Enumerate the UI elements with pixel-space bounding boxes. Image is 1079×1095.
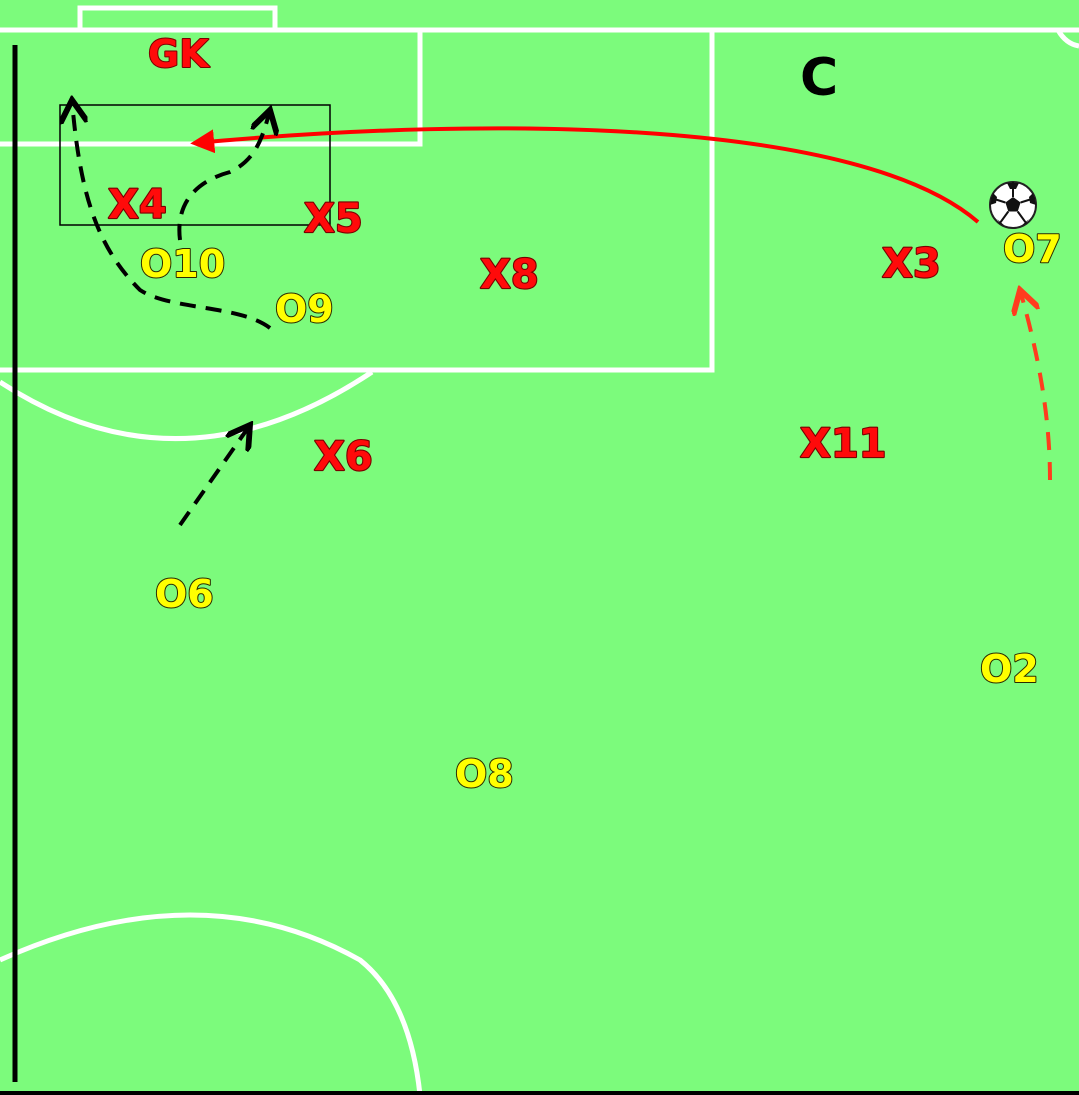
penalty-arc (0, 369, 374, 442)
run-arrow-o10 (177, 110, 270, 241)
run-arrow-o2 (1020, 290, 1052, 481)
defender-x11: X11 (800, 421, 887, 467)
run-arrow-o6 (178, 425, 250, 527)
attacker-o10: O10 (140, 242, 225, 286)
corner-arc (1055, 28, 1079, 49)
attacker-o6: O6 (155, 572, 214, 616)
centre-circle (0, 912, 423, 1095)
panel-label: C (800, 48, 838, 108)
defender-x4: X4 (108, 182, 167, 228)
attacker-o2: O2 (980, 647, 1039, 691)
defender-x6: X6 (314, 434, 373, 480)
attacker-o9: O9 (275, 287, 334, 331)
attacker-o8: O8 (455, 752, 514, 796)
player-gk: GK (148, 32, 210, 76)
cross-arrow (190, 126, 980, 224)
defender-x3: X3 (882, 241, 941, 287)
attacker-o7: O7 (1003, 227, 1062, 271)
defender-x5: X5 (304, 196, 363, 242)
run-arrow-o9 (72, 100, 272, 330)
target-zone (59, 104, 331, 226)
soccer-ball-icon (989, 181, 1037, 229)
penalty-box (0, 27, 715, 373)
defender-x8: X8 (480, 252, 539, 298)
